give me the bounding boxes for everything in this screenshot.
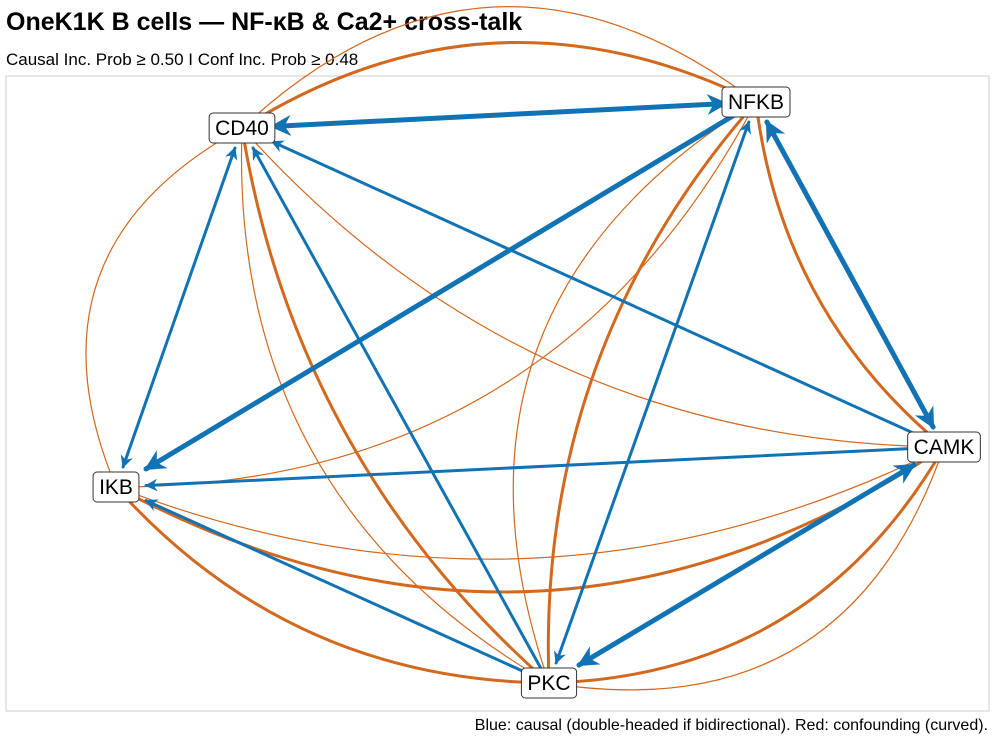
causal-edge-camk-pkc	[576, 462, 917, 668]
node-box	[721, 86, 791, 118]
confounding-edges	[85, 6, 946, 691]
causal-edge-pkc-cd40	[251, 146, 551, 685]
node-label: CAMK	[914, 436, 975, 459]
confounding-edge-ikb-pkc	[114, 485, 550, 685]
causal-edge-pkc-ikb	[144, 499, 551, 685]
plot-panel	[5, 75, 990, 712]
nodes: CD40 NFKB CAMK IKB PKC	[92, 86, 981, 699]
node-label: CD40	[215, 117, 269, 140]
causal-edges	[120, 93, 946, 685]
node-pkc[interactable]: PKC	[520, 667, 578, 699]
node-label: NFKB	[728, 91, 784, 114]
node-ikb[interactable]: IKB	[92, 471, 140, 503]
node-camk[interactable]: CAMK	[907, 431, 981, 463]
node-box	[208, 112, 276, 144]
causal-edge-camk-ikb	[144, 445, 946, 492]
node-box	[92, 471, 140, 503]
confounding-edge-cd40-nfkb	[241, 6, 757, 129]
causal-edge-nfkb-camk	[764, 119, 936, 430]
chart-subtitle: Causal Inc. Prob ≥ 0.50 I Conf Inc. Prob…	[6, 50, 359, 69]
confounding-edge-cd40-pkc	[240, 127, 550, 685]
node-nfkb[interactable]: NFKB	[721, 86, 791, 118]
confounding-edge-cd40-pkc	[240, 127, 550, 684]
confounding-edge-cd40-nfkb	[241, 40, 757, 130]
causal-edge-camk-cd40	[270, 140, 946, 449]
chart-title: OneK1K B cells — NF-κB & Ca2+ cross-talk	[6, 8, 523, 36]
causal-edge-pkc-nfkb	[553, 120, 752, 665]
confounding-edge-cd40-ikb	[85, 127, 243, 488]
node-label: IKB	[99, 476, 133, 499]
causal-edge-nfkb-cd40	[269, 93, 729, 137]
node-box	[907, 431, 981, 463]
node-label: PKC	[527, 672, 570, 695]
node-cd40[interactable]: CD40	[208, 112, 276, 144]
causal-edge-ikb-cd40	[120, 146, 238, 469]
node-box	[520, 667, 578, 699]
chart-caption: Blue: causal (double-headed if bidirecti…	[474, 717, 988, 734]
